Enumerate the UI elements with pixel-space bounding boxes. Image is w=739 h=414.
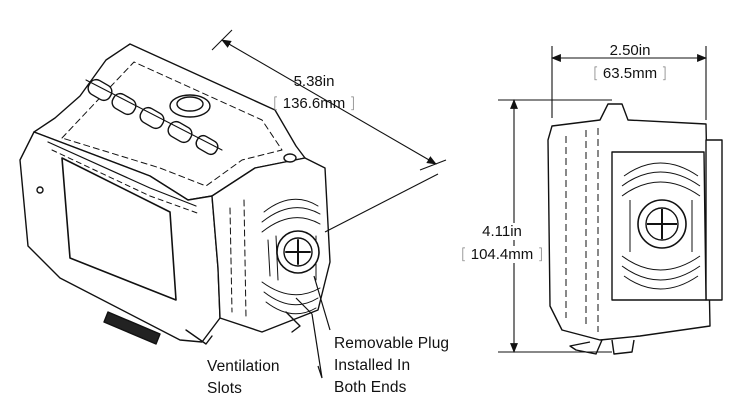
length-metric-label: [ 136.6mm ] (272, 94, 356, 112)
ventilation-callout-line2: Slots (207, 380, 242, 397)
plug-callout-line2: Installed In (334, 357, 411, 374)
isometric-enclosure-view (19, 43, 331, 345)
end-elevation-view (547, 103, 723, 355)
plug-callout-line3: Both Ends (334, 379, 407, 396)
width-dimension (551, 46, 707, 120)
height-metric-label: [ 104.4mm ] (458, 245, 546, 263)
length-imperial-label: 5.38in (293, 73, 335, 90)
callout-leaders (295, 275, 331, 379)
length-metric-value: 136.6mm (282, 95, 346, 112)
length-dimension (211, 29, 447, 233)
width-imperial-label: 2.50in (609, 42, 651, 59)
height-imperial-label: 4.11in (480, 223, 524, 240)
height-metric-value: 104.4mm (470, 246, 534, 263)
ventilation-callout-line1: Ventilation (207, 358, 280, 375)
width-metric-label: [ 63.5mm ] (592, 64, 668, 82)
plug-callout-line1: Removable Plug (334, 335, 450, 352)
width-metric-value: 63.5mm (602, 65, 658, 82)
